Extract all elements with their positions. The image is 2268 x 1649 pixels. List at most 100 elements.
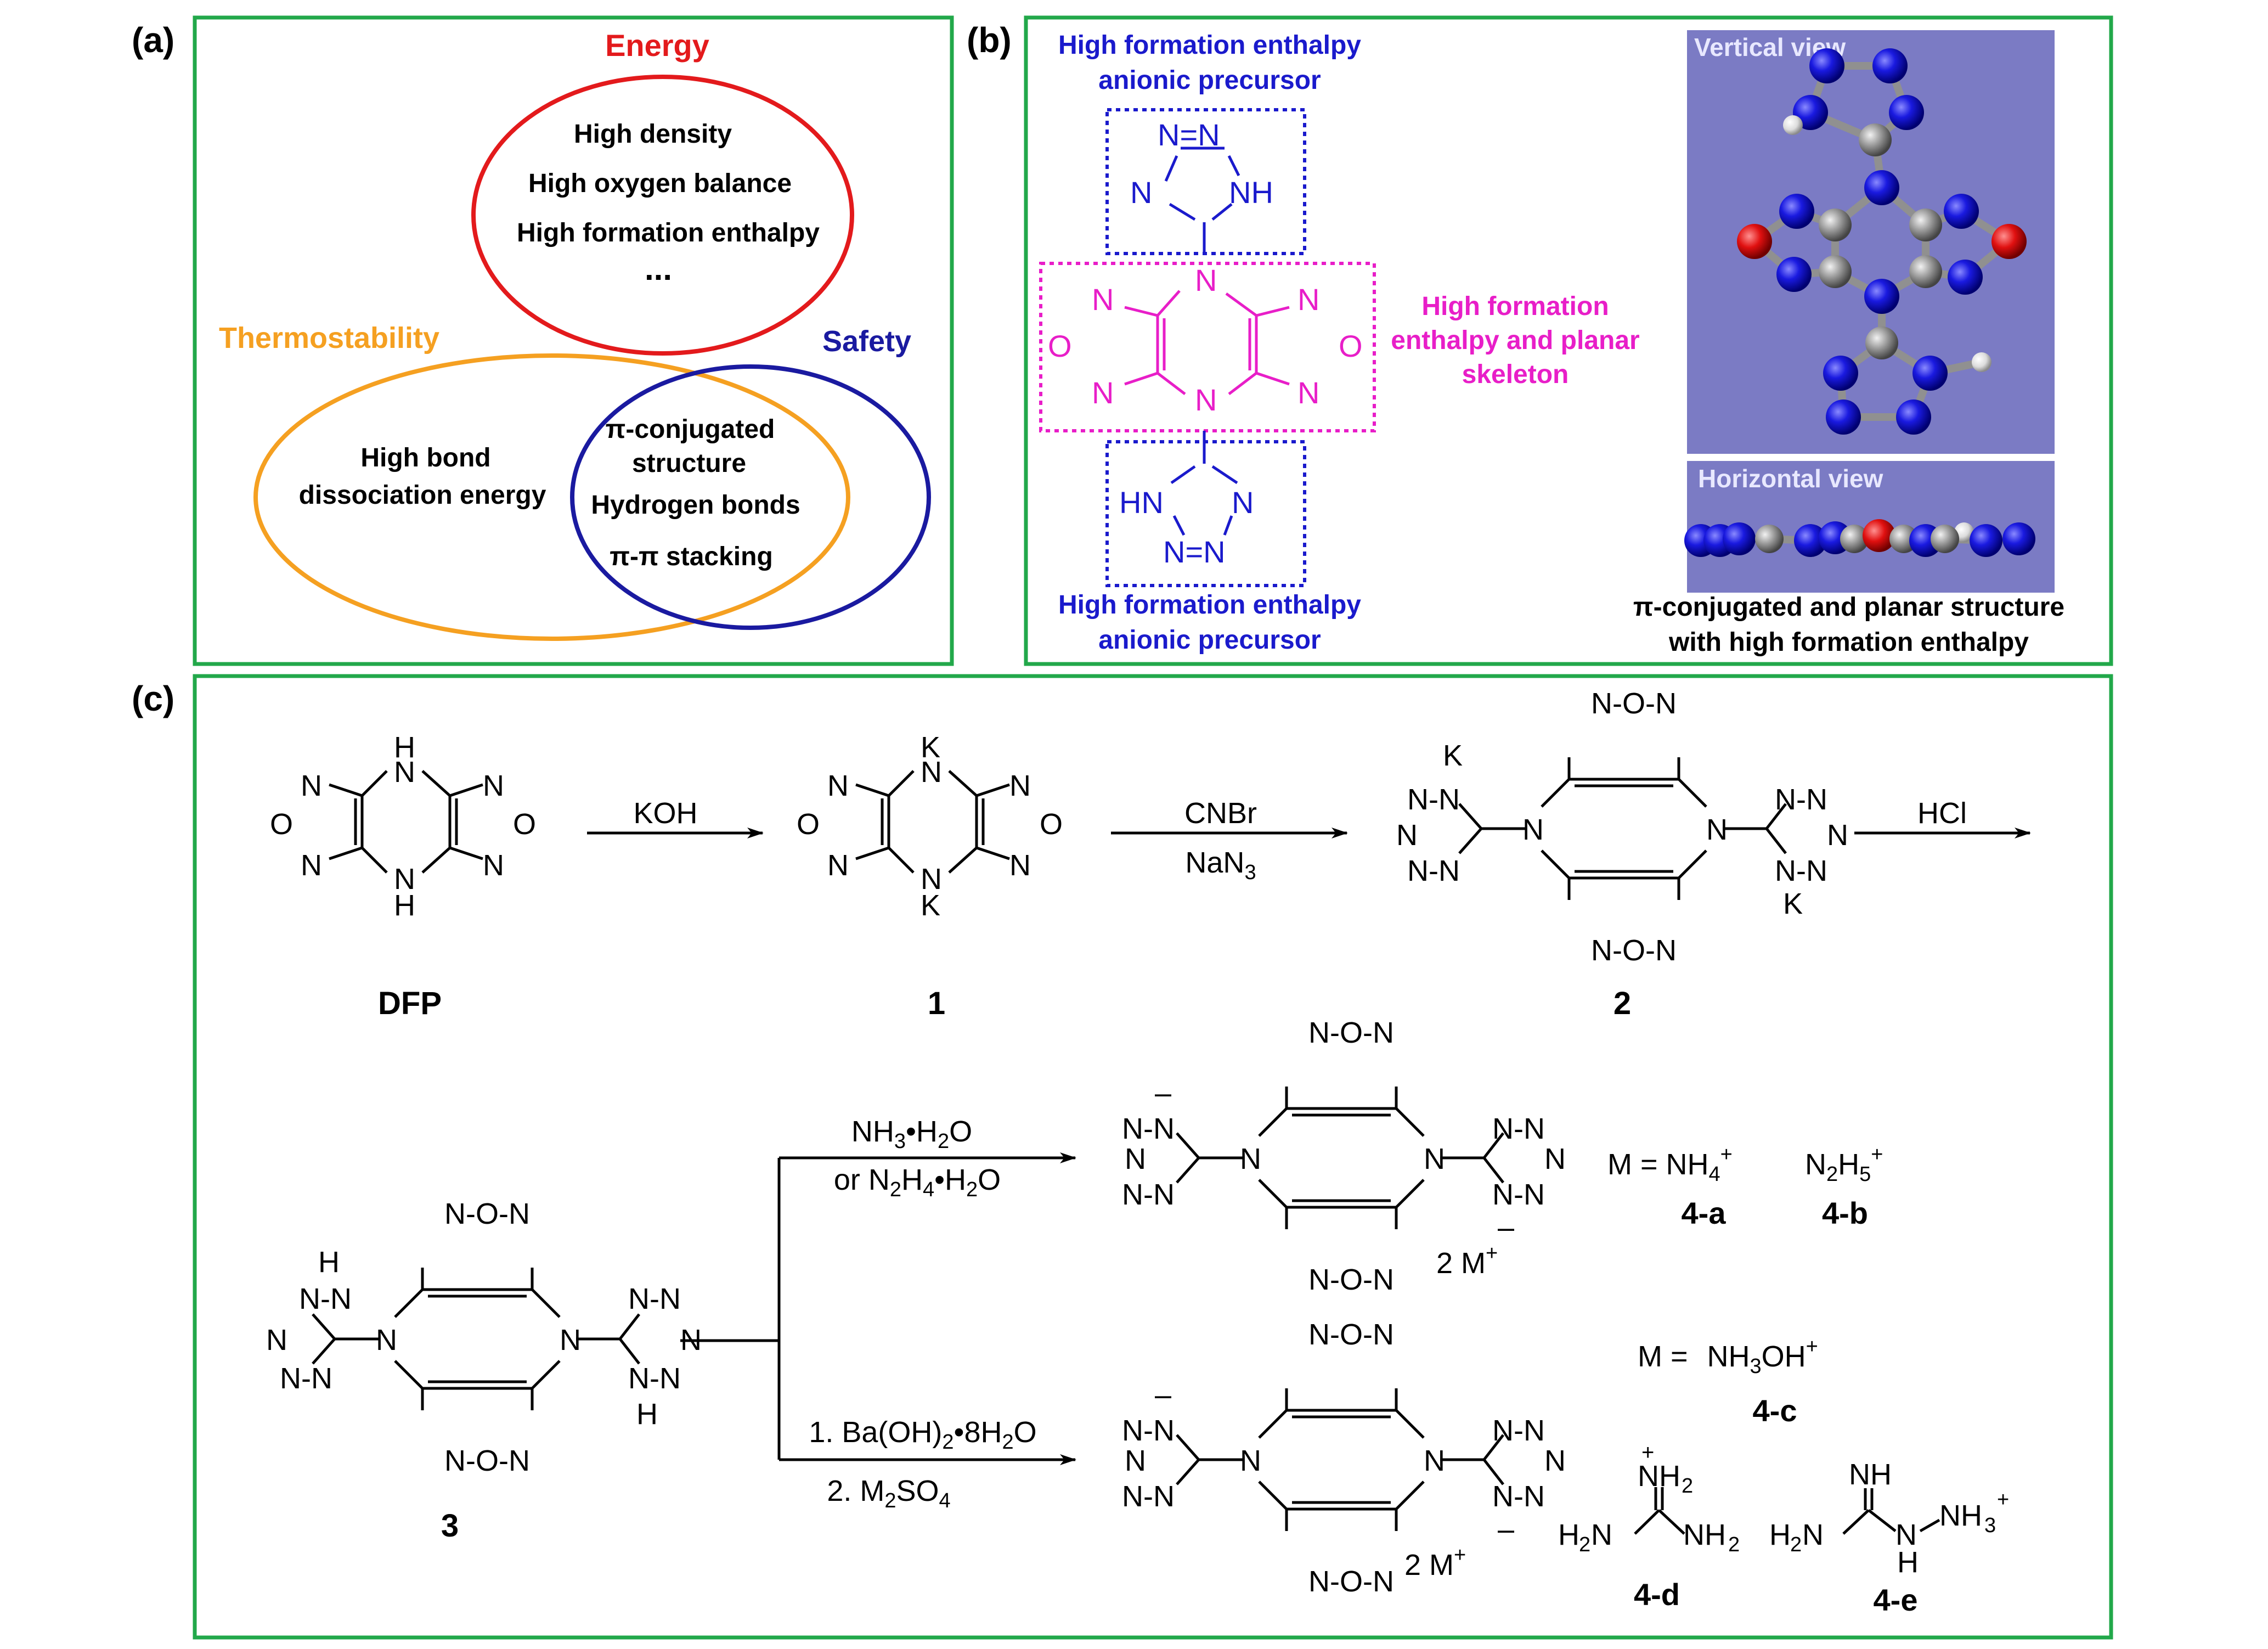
chem-atom-label: N	[1232, 485, 1254, 520]
overlap-item: π-π stacking	[610, 542, 773, 571]
chem-atom-label: N-N	[1122, 1112, 1175, 1145]
oxygen-atom	[1737, 224, 1772, 259]
oxygen-atom	[1863, 519, 1895, 552]
chem-atom-label: N	[1591, 1518, 1612, 1551]
panel-b: (b) High formation enthalpy anionic prec…	[967, 15, 2113, 666]
chem-atom-label: N	[827, 769, 849, 802]
skeleton-box	[1039, 262, 1376, 432]
chem-atom-label: N	[483, 849, 504, 882]
chem-atom-label: N	[827, 849, 849, 882]
chem-atom-label: O	[797, 808, 820, 841]
thermo-item: dissociation energy	[299, 481, 546, 510]
chem-atom-label: N	[1424, 1444, 1445, 1477]
skeleton-label: enthalpy and planar	[1391, 326, 1639, 355]
energy-item-ellipsis: ...	[645, 250, 672, 287]
chem-atom-label: N	[1544, 1444, 1566, 1477]
chem-atom-label: N	[1009, 849, 1031, 882]
chem-atom-label: N	[1195, 263, 1217, 297]
chem-atom-label: N-N	[628, 1362, 681, 1395]
chem-atom-label: N-N	[1407, 783, 1460, 816]
chem-atom-label: H	[1897, 1546, 1919, 1579]
chem-atom-label: O	[513, 808, 536, 841]
chem-atom-label: NH	[1849, 1458, 1892, 1491]
safety-title: Safety	[822, 325, 911, 358]
nitrogen-atom	[1896, 399, 1931, 435]
chem-atom-label: N	[394, 756, 415, 789]
chem-atom-label: HN	[1119, 485, 1164, 520]
chem-atom-label: N	[1195, 382, 1217, 417]
chem-atom-label: 2	[1579, 1533, 1590, 1556]
chem-atom-label: NH	[1683, 1518, 1726, 1551]
chem-atom-label: N	[1544, 1143, 1566, 1175]
panel-a: (a) Energy High density High oxygen bala…	[132, 15, 954, 666]
chem-atom-label: O	[1048, 329, 1072, 363]
reagent-hcl: HCl	[1917, 797, 1967, 830]
chem-atom-label: –	[1498, 1513, 1514, 1546]
thermostability-title: Thermostability	[219, 322, 439, 354]
aminoguanidinium-structure	[1842, 1488, 1940, 1535]
chem-atom-label: N-N	[1122, 1414, 1175, 1447]
horizontal-view-label: Horizontal view	[1698, 464, 1883, 493]
chem-atom-label: K	[1443, 739, 1463, 772]
chem-atom-label: H	[394, 889, 415, 922]
nitrogen-atom	[1872, 48, 1908, 83]
cation-nh3oh: M = NH3OH+	[1638, 1335, 1818, 1378]
carbon-atom	[1909, 255, 1942, 288]
compound-label-1: 1	[928, 986, 945, 1021]
panel-label-a: (a)	[132, 20, 174, 60]
chem-atom-label: K	[1783, 887, 1803, 920]
nitrogen-atom	[1889, 95, 1924, 130]
nitrogen-atom	[1912, 356, 1948, 391]
nitrogen-atom	[1826, 399, 1861, 435]
chem-atom-label: N	[1240, 1444, 1261, 1477]
chem-atom-label: N	[1092, 282, 1114, 317]
chem-atom-label: H	[1558, 1518, 1579, 1551]
overlap-item: Hydrogen bonds	[591, 491, 800, 520]
chem-atom-label: NH	[1638, 1460, 1680, 1493]
chem-atom-label: N-O-N	[444, 1444, 530, 1477]
guanidinium-structure	[1634, 1487, 1685, 1535]
chem-atom-label: N-N	[1407, 854, 1460, 887]
product-label-4a: 4-a	[1682, 1196, 1727, 1230]
panel-c: (c) H N N H N O N N O N DFP KOH	[132, 674, 2113, 1640]
chem-atom-label: H	[636, 1398, 658, 1431]
chem-atom-label: N	[1396, 819, 1418, 852]
chem-atom-label: N-N	[1492, 1178, 1545, 1211]
carbon-atom	[1755, 525, 1784, 553]
chem-atom-label: N	[1802, 1518, 1824, 1551]
chem-atom-label: NH	[1939, 1499, 1982, 1532]
chem-atom-label: N-O-N	[1308, 1263, 1394, 1296]
chem-atom-label: H	[394, 731, 415, 764]
compound-1-structure	[855, 770, 1010, 874]
nitrogen-atom	[1776, 257, 1812, 292]
carbon-atom	[1819, 209, 1852, 241]
overlap-item: π-conjugated	[606, 415, 775, 444]
nitrogen-atom	[1809, 48, 1844, 83]
reagent-nh3-h2o: NH3•H2O	[851, 1115, 972, 1153]
molecule-horizontal-view	[1684, 519, 2035, 557]
nitrogen-atom	[1864, 170, 1899, 205]
structure-caption: π-conjugated and planar structure	[1633, 593, 2064, 622]
chem-atom-label: N-N	[1775, 854, 1827, 887]
skeleton-label: skeleton	[1462, 360, 1569, 389]
chem-atom-label: N-N	[1122, 1480, 1175, 1513]
panel-label-b: (b)	[967, 20, 1012, 60]
chem-atom-label: 2	[1682, 1474, 1693, 1498]
product-salt-top-structure	[1176, 1087, 1504, 1229]
chem-atom-label: N-O-N	[1308, 1318, 1394, 1351]
panel-label-c: (c)	[132, 679, 174, 718]
carbon-atom	[1840, 525, 1869, 553]
structure-caption: with high formation enthalpy	[1668, 628, 2029, 657]
energy-item: High density	[574, 120, 732, 149]
nitrogen-atom	[1723, 522, 1756, 555]
carbon-atom	[1859, 123, 1892, 156]
compound-label-3: 3	[441, 1508, 459, 1544]
chem-atom-label: N	[1009, 769, 1031, 802]
chem-atom-label: N	[1092, 375, 1114, 410]
nitrogen-atom	[1794, 524, 1827, 557]
product-label-4e: 4-e	[1874, 1583, 1918, 1617]
bottom-tetrazole-structure	[1170, 431, 1238, 536]
chem-atom-label: N-O-N	[1308, 1016, 1394, 1049]
chem-atom-label: N	[483, 769, 504, 802]
